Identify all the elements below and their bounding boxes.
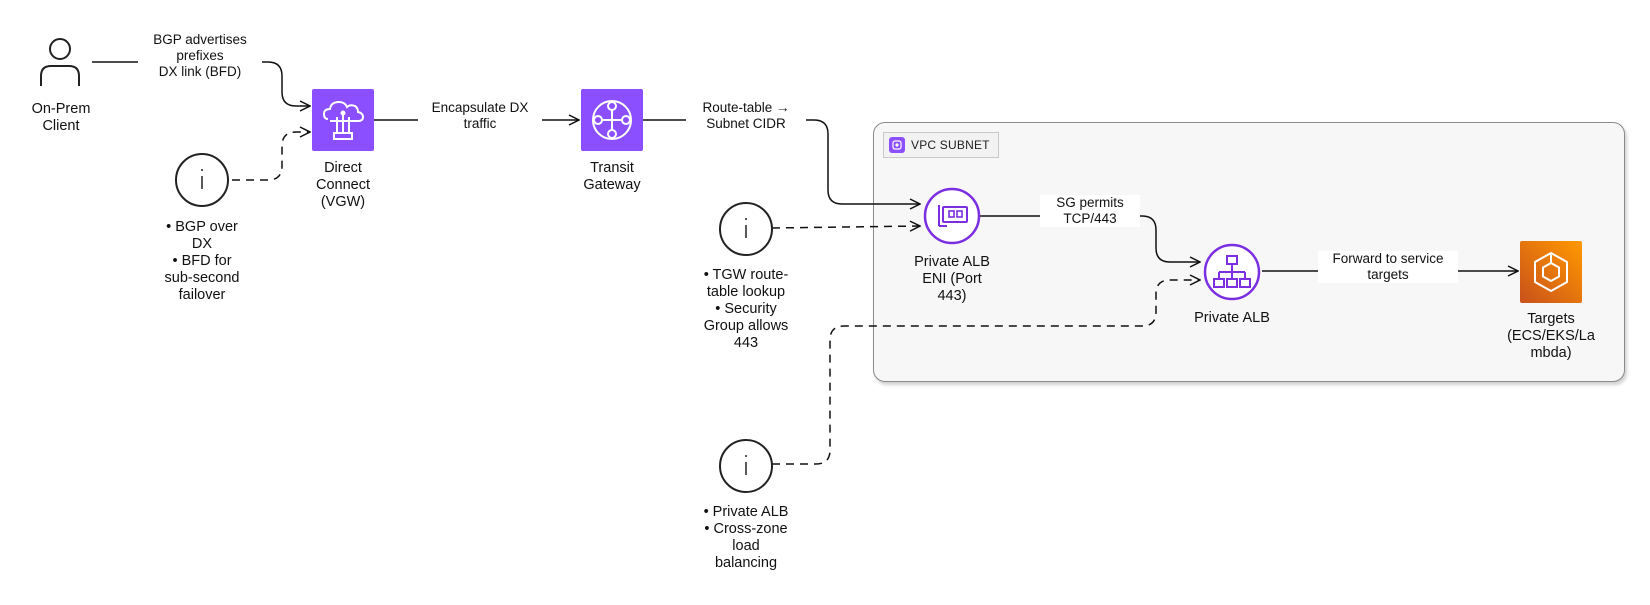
- direct-connect-icon[interactable]: [312, 89, 374, 151]
- transit-gateway-icon[interactable]: [581, 89, 643, 151]
- edge-note2-eni: [771, 226, 920, 228]
- edge-label-tgw-eni: Route-table → Subnet CIDR: [686, 100, 806, 132]
- note2-text: • TGW route- table lookup • Security Gro…: [703, 267, 789, 351]
- network-interface-icon[interactable]: [922, 186, 982, 246]
- vpc-subnet-label: VPC SUBNET: [883, 132, 999, 158]
- edge-note3-alb: [772, 280, 1200, 465]
- info-icon: [175, 153, 229, 207]
- edge-label-alb-targets: Forward to service targets: [1318, 251, 1458, 283]
- alb-label: Private ALB: [1194, 310, 1270, 326]
- edge-client-dx: [92, 61, 310, 106]
- edge-eni-alb: [980, 215, 1200, 262]
- edge-label-dx-tgw: Encapsulate DX traffic: [418, 100, 542, 132]
- info-icon: [719, 439, 773, 493]
- edge-tgw-eni: [643, 119, 920, 204]
- user-icon: [40, 38, 80, 86]
- edge-label-eni-alb: SG permits TCP/443: [1040, 195, 1140, 227]
- load-balancer-icon[interactable]: [1202, 242, 1262, 302]
- info-icon: [719, 202, 773, 256]
- note1-text: • BGP over DX • BFD for sub-second failo…: [164, 219, 240, 303]
- dx-label: Direct Connect (VGW): [315, 160, 370, 210]
- vpc-subnet-title: VPC SUBNET: [911, 138, 990, 152]
- client-label: On-Prem Client: [31, 101, 91, 134]
- edge-label-client-dx: BGP advertises prefixes DX link (BFD): [138, 32, 262, 80]
- containers-icon[interactable]: [1520, 241, 1582, 303]
- tgw-label: Transit Gateway: [583, 160, 641, 193]
- note3-text: • Private ALB • Cross-zone load balancin…: [703, 504, 789, 571]
- targets-label: Targets (ECS/EKS/La mbda): [1507, 311, 1595, 361]
- vpc-subnet-icon: [889, 137, 905, 153]
- eni-label: Private ALB ENI (Port 443): [914, 254, 990, 304]
